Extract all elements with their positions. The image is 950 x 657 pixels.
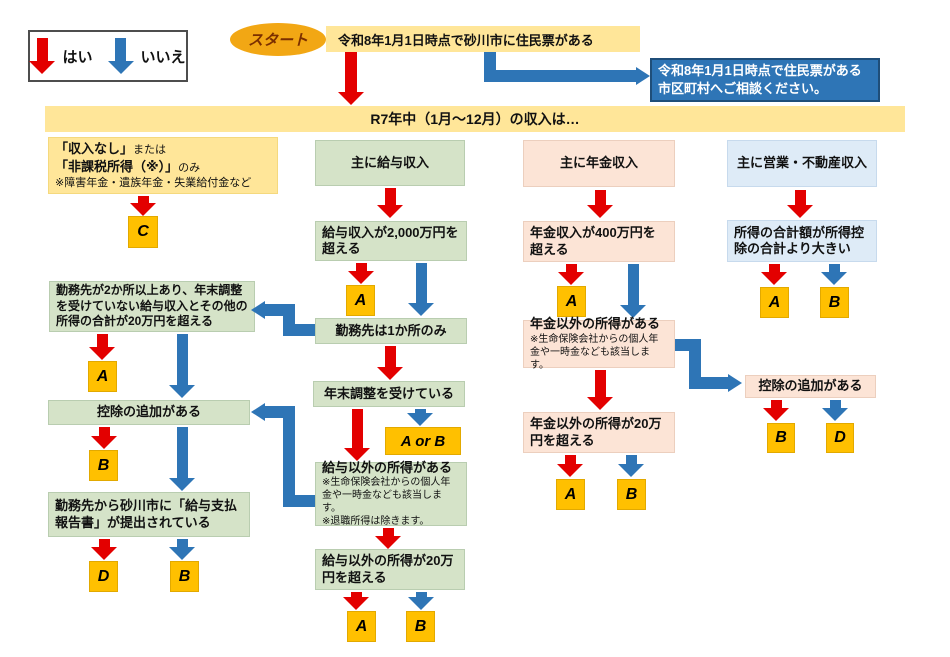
yes-arrow-icon xyxy=(787,190,813,218)
result-b: B xyxy=(406,611,435,642)
q-salary-other-income-title: 給与以外の所得がある xyxy=(322,459,453,475)
no-connector-elbow xyxy=(484,70,636,82)
no-arrow-icon xyxy=(636,67,650,85)
result-a: A xyxy=(557,286,586,317)
result-d: D xyxy=(89,561,118,592)
no-arrow-icon xyxy=(251,301,265,319)
result-a: A xyxy=(347,611,376,642)
yes-arrow-icon xyxy=(130,196,156,216)
no-connector-elbow xyxy=(265,304,295,316)
yes-arrow-icon xyxy=(91,539,117,560)
result-b: B xyxy=(767,423,795,453)
yes-arrow-icon xyxy=(587,370,613,410)
result-b: B xyxy=(170,561,199,592)
result-a: A xyxy=(760,287,789,318)
q-salary-other-income: 給与以外の所得がある ※生命保険会社からの個人年金や一時金なども該当します。 ※… xyxy=(315,459,467,528)
no-arrow-icon xyxy=(408,592,434,610)
q-income-exceeds-deductions: 所得の合計額が所得控除の合計より大きい xyxy=(727,220,877,262)
result-b: B xyxy=(617,479,646,510)
result-a-or-b: A or B xyxy=(385,427,461,455)
no-arrow-icon xyxy=(408,263,434,316)
q-one-workplace: 勤務先は1か所のみ xyxy=(315,318,467,344)
q-salary-over-2000: 給与収入が2,000万円を超える xyxy=(315,221,467,261)
result-d: D xyxy=(826,423,854,453)
q-pension-other-income-title: 年金以外の所得がある xyxy=(530,316,661,332)
no-arrow-icon xyxy=(618,455,644,477)
result-a: A xyxy=(346,285,375,316)
q-pension-other-income: 年金以外の所得がある ※生命保険会社からの個人年金や一時金なども該当します。 xyxy=(523,316,675,371)
income-year-banner: R7年中（1月～12月）の収入は… xyxy=(45,106,905,132)
yes-arrow-icon xyxy=(348,263,374,284)
no-connector-elbow xyxy=(689,377,728,389)
legend-box: はい いいえ xyxy=(28,30,188,82)
column-salary-header: 主に給与収入 xyxy=(315,140,465,186)
yes-arrow-icon xyxy=(377,346,403,380)
no-arrow-icon xyxy=(169,334,195,398)
no-arrow-icon xyxy=(169,427,195,491)
yes-arrow-icon xyxy=(344,409,370,461)
yes-arrow-icon xyxy=(558,264,584,285)
legend-no-label: いいえ xyxy=(140,48,186,66)
no-arrow-icon xyxy=(821,264,847,285)
no-arrow-icon xyxy=(407,409,433,426)
no-connector-elbow xyxy=(283,406,295,507)
consult-other-city-box: 令和8年1月1日時点で住民票がある市区町村へご相談ください。 xyxy=(650,58,880,102)
q-add-deduction-right: 控除の追加がある xyxy=(745,375,876,398)
start-oval: スタート xyxy=(230,23,326,56)
no-arrow-icon xyxy=(620,264,646,318)
no-arrow-icon xyxy=(169,539,195,560)
start-question-banner: 令和8年1月1日時点で砂川市に住民票がある xyxy=(326,26,640,52)
q-pension-over-400: 年金収入が400万円を超える xyxy=(523,221,675,262)
no-connector-elbow xyxy=(265,406,295,418)
yes-arrow-icon xyxy=(29,38,56,74)
result-a: A xyxy=(88,361,117,392)
yes-arrow-icon xyxy=(761,264,787,285)
yes-arrow-icon xyxy=(377,188,403,218)
yes-arrow-icon xyxy=(337,52,365,105)
no-arrow-icon xyxy=(728,374,742,392)
q-salary-other-income-note2: ※退職所得は除きます。 xyxy=(322,516,430,528)
legend-yes-label: はい xyxy=(62,48,93,66)
q-pension-other-income-note: ※生命保険会社からの個人年金や一時金なども該当します。 xyxy=(530,333,659,371)
yes-arrow-icon xyxy=(375,528,401,549)
yes-arrow-icon xyxy=(557,455,583,477)
result-b: B xyxy=(89,450,118,481)
yes-arrow-icon xyxy=(91,427,117,449)
column-business-header: 主に営業・不動産収入 xyxy=(727,140,877,187)
yes-arrow-icon xyxy=(763,400,789,421)
q-pension-other-over-20: 年金以外の所得が20万円を超える xyxy=(523,412,675,453)
yes-arrow-icon xyxy=(343,592,369,610)
no-arrow-icon xyxy=(107,38,134,74)
result-a: A xyxy=(556,479,585,510)
result-c: C xyxy=(128,216,158,248)
q-year-end-adjustment: 年末調整を受けている xyxy=(313,381,465,407)
column-pension-header: 主に年金収入 xyxy=(523,140,675,187)
no-income-note: ※障害年金・遺族年金・失業給付金など xyxy=(55,176,252,189)
no-connector-elbow xyxy=(689,339,701,384)
no-arrow-icon xyxy=(251,403,265,421)
yes-arrow-icon xyxy=(89,334,115,360)
no-arrow-icon xyxy=(822,400,848,421)
q-salary-other-income-note1: ※生命保険会社からの個人年金や一時金なども該当します。 xyxy=(322,477,451,515)
q-salary-other-over-20: 給与以外の所得が20万円を超える xyxy=(315,549,465,590)
no-income-line2: 「非課税所得（※）」のみ xyxy=(55,159,201,175)
no-income-line1: 「収入なし」または xyxy=(55,141,167,157)
q-add-deduction-left: 控除の追加がある xyxy=(48,400,250,425)
yes-arrow-icon xyxy=(587,190,613,218)
q-multi-workplace: 勤務先が2か所以上あり、年末調整を受けていない給与収入とその他の所得の合計が20… xyxy=(49,281,255,332)
q-report-submitted: 勤務先から砂川市に「給与支払報告書」が提出されている xyxy=(48,492,250,537)
result-b: B xyxy=(820,287,849,318)
column-no-income-header: 「収入なし」または 「非課税所得（※）」のみ ※障害年金・遺族年金・失業給付金な… xyxy=(48,137,278,194)
